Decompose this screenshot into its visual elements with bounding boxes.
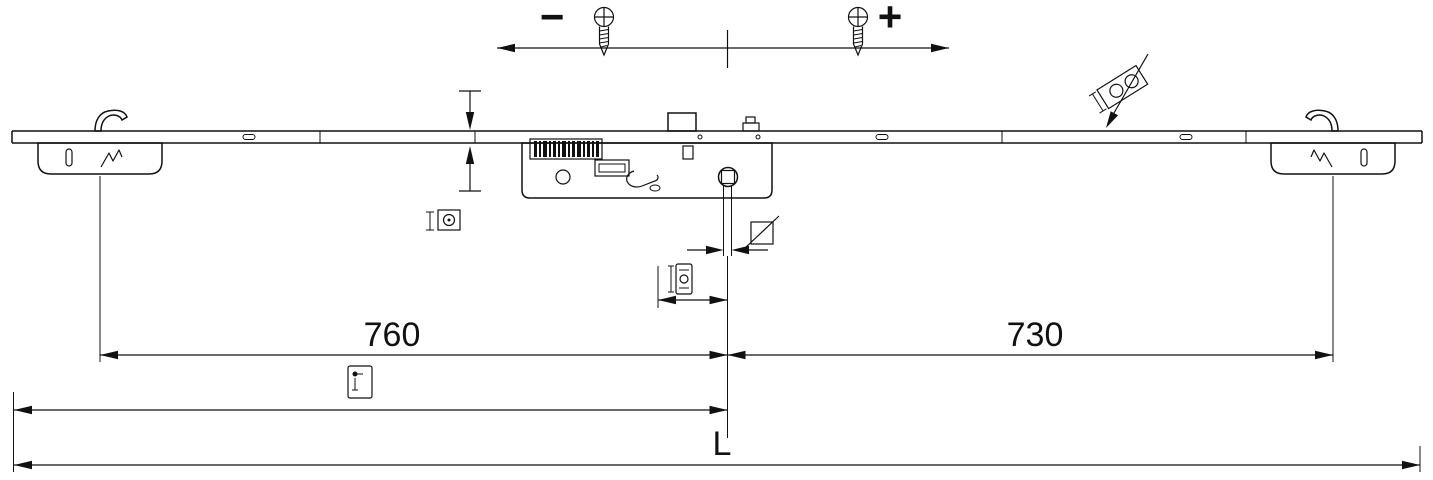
gearbox [521,112,773,199]
lock-rail [11,130,1423,144]
left-end-assembly [37,109,163,175]
latch-hook [626,170,659,188]
right-end-assembly [1270,109,1396,175]
dim-760: 760 [99,176,728,362]
dim-total-length: L [14,425,1421,472]
arrow-left [497,43,515,53]
mushroom-cam-icon [1088,53,1149,128]
adjustment-dimension [497,30,949,68]
square-spindle-icon [744,215,780,249]
handle-height-dimension [13,392,728,472]
spindle-hub [717,166,739,188]
handle-icon [347,365,373,399]
striker-plate-icon [668,263,693,295]
rail-height-dimension [459,90,481,192]
plus-label: + [878,0,903,40]
spindle-offset-dimension [687,245,768,255]
dim-L-label: L [713,425,732,463]
dim-730: 730 [727,176,1334,362]
roller-cam-icon [426,209,461,231]
centre-reference-lines [723,186,732,438]
dim-760-label: 760 [364,316,421,354]
dim-730-label: 730 [1007,316,1064,354]
arrow-right [931,43,949,53]
latch-follower [667,112,697,132]
screw-icon-right [847,6,869,57]
screw-icon-left [593,6,615,57]
minus-label: − [540,0,565,40]
barcode [534,141,599,157]
latch-offset-dimension [657,266,728,308]
